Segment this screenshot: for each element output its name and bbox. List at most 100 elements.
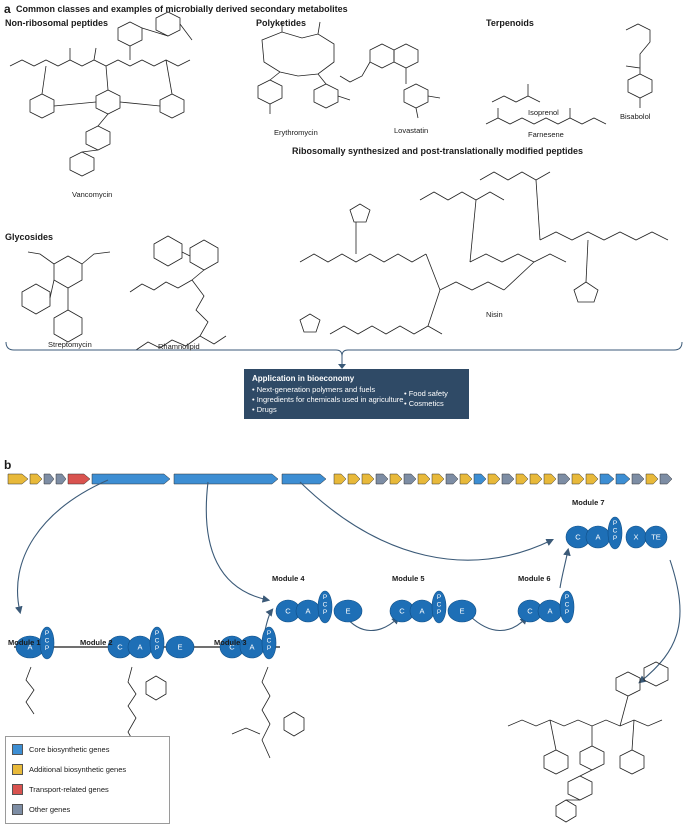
rhamnolipid-label: Rhamnolipid <box>158 342 200 351</box>
domain-label-e: E <box>345 607 350 616</box>
gene-arrow-core <box>615 473 631 485</box>
application-item: • Next-generation polymers and fuels <box>252 385 376 394</box>
gene-arrow-other <box>659 473 673 485</box>
application-title: Application in bioeconomy <box>252 374 355 383</box>
class-polyketides-heading: Polyketides <box>256 18 307 28</box>
domain-label-pcp: P <box>613 520 617 527</box>
gene-arrow-add <box>585 473 599 485</box>
legend-swatch <box>12 743 23 755</box>
gene-arrow-add <box>515 473 529 485</box>
domain-label-a: A <box>27 643 32 652</box>
domain-label-c: C <box>229 643 235 652</box>
domain-label-a: A <box>595 533 600 542</box>
bisabolol-structure <box>625 23 653 108</box>
module-6-label: Module 6 <box>518 574 551 583</box>
module-5-label: Module 5 <box>392 574 425 583</box>
domain-label-a: A <box>305 607 310 616</box>
domain-label-a: A <box>547 607 552 616</box>
domain-label-pcp: C <box>267 638 272 645</box>
domain-label-c: C <box>285 607 291 616</box>
domain-label-pcp: P <box>267 645 271 652</box>
legend-item: Other genes <box>12 803 70 815</box>
application-item-text: Ingredients for chemicals used in agricu… <box>256 395 404 404</box>
domain-label-c: C <box>527 607 533 616</box>
legend-label: Additional biosynthetic genes <box>29 764 127 774</box>
panel-a-title: Common classes and examples of microbial… <box>16 4 348 14</box>
application-item-text: Next-generation polymers and fuels <box>256 385 376 394</box>
gene-arrow-other <box>43 473 55 485</box>
class-glycosides-heading: Glycosides <box>5 232 54 242</box>
domain-label-pcp: C <box>437 602 442 609</box>
gene-arrow-add <box>29 473 43 485</box>
module-1-label: Module 1 <box>8 638 41 647</box>
panel-a-letter: a <box>4 2 11 16</box>
application-box: Application in bioeconomy • Next-generat… <box>244 369 469 419</box>
vancomycin-label: Vancomycin <box>72 190 113 199</box>
domain-pcp <box>261 626 277 660</box>
domain-label-c: C <box>575 533 581 542</box>
domain-label-pcp: P <box>565 594 569 601</box>
gene-arrow-trans <box>67 473 91 485</box>
domain-label-te: TE <box>651 533 661 542</box>
module6-to-module7-arrow <box>559 547 571 589</box>
domain-label-x: X <box>633 533 638 542</box>
application-item: • Drugs <box>252 405 277 414</box>
domain-label-e: E <box>459 607 464 616</box>
domain-label-pcp: C <box>613 528 618 535</box>
module7-to-product-arrow <box>638 559 681 684</box>
streptomycin-label: Streptomycin <box>48 340 92 349</box>
legend-item: Transport-related genes <box>12 783 109 795</box>
gene-arrow-add <box>431 473 445 485</box>
gene-arrow-add <box>459 473 473 485</box>
molecule-structures-drawing <box>5 11 683 369</box>
domain-label-pcp: P <box>613 535 617 542</box>
gene-to-module7-arrow <box>299 481 554 561</box>
domain-label-a: A <box>249 643 254 652</box>
module-4-label: Module 4 <box>272 574 305 583</box>
legend-swatch <box>12 783 23 795</box>
gene-arrow-add <box>347 473 361 485</box>
gene-arrow-core <box>473 473 487 485</box>
legend-label: Transport-related genes <box>29 784 109 794</box>
domain-label-pcp: P <box>323 609 327 616</box>
panel-b-letter: b <box>4 458 12 472</box>
application-item: • Cosmetics <box>404 399 444 408</box>
application-item-text: Drugs <box>256 405 277 414</box>
gene-legend: Core biosynthetic genes Additional biosy… <box>5 736 170 824</box>
gene-arrow-add <box>389 473 403 485</box>
domain-label-pcp: P <box>565 609 569 616</box>
vancomycin-structure <box>9 11 193 177</box>
isoprenol-structure <box>491 95 541 103</box>
domain-label-pcp: P <box>267 630 271 637</box>
farnesene-structure <box>485 117 607 125</box>
legend-item: Additional biosynthetic genes <box>12 763 126 775</box>
gene-arrow-add <box>543 473 557 485</box>
erythromycin-label: Erythromycin <box>274 128 318 137</box>
class-terpenoids-heading: Terpenoids <box>486 18 534 28</box>
gene-arrow-other <box>55 473 67 485</box>
gene-arrow-other <box>501 473 515 485</box>
domain-label-pcp: P <box>45 630 49 637</box>
domain-pcp <box>431 590 447 624</box>
gene-to-module1-arrow <box>15 479 109 615</box>
gene-arrow-add <box>7 473 29 485</box>
class-nrp-heading: Non-ribosomal peptides <box>5 18 109 28</box>
domain-label-pcp: P <box>155 645 159 652</box>
domain-label-e: E <box>177 643 182 652</box>
domain-pcp <box>559 590 575 624</box>
domain-label-pcp: P <box>323 594 327 601</box>
domain-label-pcp: C <box>565 602 570 609</box>
gene-arrow-add <box>487 473 501 485</box>
farnesene-label: Farnesene <box>528 130 564 139</box>
domain-label-c: C <box>117 643 123 652</box>
domain-label-pcp: P <box>437 594 441 601</box>
module5-to-module6-arrow <box>469 615 528 631</box>
legend-label: Core biosynthetic genes <box>29 744 110 754</box>
class-ripps-heading: Ribosomally synthesized and post-transla… <box>292 146 584 156</box>
domain-label-a: A <box>137 643 142 652</box>
gene-arrow-core <box>281 473 327 485</box>
rhamnolipid-structure <box>129 235 227 351</box>
gene-arrow-add <box>333 473 347 485</box>
nisin-label: Nisin <box>486 310 503 319</box>
